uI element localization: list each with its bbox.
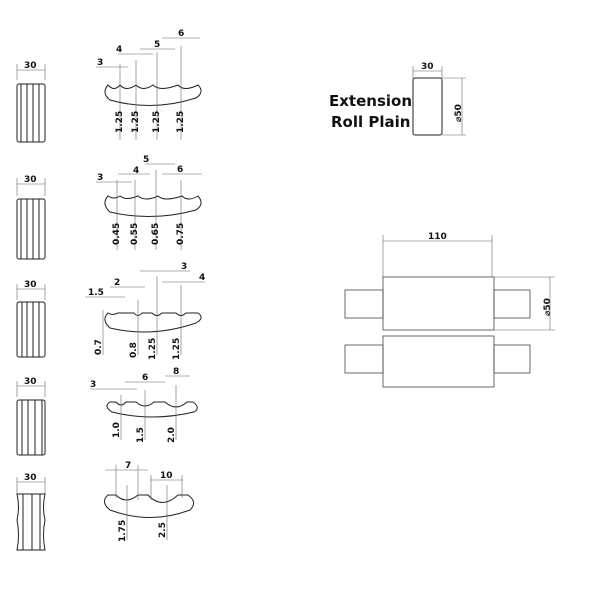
roll-1-pitch: 3 [97,58,103,68]
roll-4: 30 3 6 8 1.0 1.5 2.0 [16,367,198,456]
plain-roll-width: 30 [421,62,434,72]
roll-3-side-view: 30 [16,280,46,358]
roll-4-pitch: 3 [90,380,96,390]
extension-roll-plain: Extension Roll Plain 30 ⌀50 [329,62,466,136]
roll-3-depth: 0.7 [94,339,104,355]
roll-2: 30 3 4 5 6 0.45 0.55 0.65 0.75 [16,155,202,260]
assembly-diameter: ⌀50 [543,298,553,316]
roll-4-pitch: 8 [173,367,179,377]
roll-1-width: 30 [24,61,37,71]
roll-5-pitch: 7 [125,461,131,471]
roll-2-depth: 0.55 [130,223,140,245]
roll-5-depth: 1.75 [118,520,128,542]
roll-2-width: 30 [24,175,37,185]
upper-roll [382,276,495,331]
roll-3-pitch: 3 [181,262,187,272]
roll-2-depth: 0.75 [176,223,186,245]
title-line-1: Extension [329,92,412,110]
lower-roll [382,335,495,388]
roll-3: 30 1.5 2 3 4 0.7 0.8 1.25 1.25 [16,262,205,360]
roll-2-profile: 3 4 5 6 0.45 0.55 0.65 0.75 [96,155,202,250]
roll-2-depth: 0.65 [151,223,161,245]
roll-1-pitch: 6 [178,29,184,39]
roll-5: 30 7 10 1.75 2.5 [16,461,194,551]
plain-roll-diameter: ⌀50 [454,104,464,122]
roll-1-pitch: 4 [116,45,122,55]
upper-shaft-left [344,289,384,319]
roll-2-pitch: 6 [177,165,183,175]
roll-4-depth: 1.0 [112,422,122,438]
roll-1-depth: 1.25 [152,111,162,133]
roll-1: 30 3 4 5 6 1.25 1.25 1.25 1.25 [16,29,202,143]
roll-3-pitch: 1.5 [88,288,104,298]
roll-2-pitch: 3 [97,173,103,183]
lower-shaft-right [493,344,531,374]
roll-5-profile: 7 10 1.75 2.5 [104,461,194,542]
plain-roll-body [412,77,443,136]
roll-4-depth: 2.0 [167,427,177,443]
roll-3-depth: 1.25 [148,338,158,360]
assembly-length: 110 [428,232,447,242]
roll-4-depth: 1.5 [136,427,146,443]
roll-4-side-view: 30 [16,377,46,456]
roll-3-width: 30 [24,280,37,290]
roll-3-pitch: 2 [114,278,120,288]
roll-3-depth: 0.8 [129,342,139,358]
roll-2-pitch: 5 [143,155,149,165]
roll-2-side-view: 30 [16,175,46,260]
roll-3-pitch: 4 [199,273,205,283]
roll-3-profile: 1.5 2 3 4 0.7 0.8 1.25 1.25 [85,262,205,360]
roll-1-profile: 3 4 5 6 1.25 1.25 1.25 1.25 [96,29,202,140]
roll-1-depth: 1.25 [131,111,141,133]
roll-3-depth: 1.25 [172,338,182,360]
roll-4-width: 30 [24,377,37,387]
roll-5-side-view: 30 [16,473,46,551]
roll-1-side-view: 30 [16,61,46,143]
roll-1-depth: 1.25 [176,111,186,133]
roll-5-width: 30 [24,473,37,483]
roll-1-depth: 1.25 [115,111,125,133]
roll-2-depth: 0.45 [112,223,122,245]
upper-shaft-right [493,289,531,319]
lower-shaft-left [344,344,384,374]
roll-5-depth: 2.5 [158,522,168,538]
title-line-2: Roll Plain [331,113,410,131]
roll-1-pitch: 5 [154,40,160,50]
roll-4-pitch: 6 [142,373,148,383]
roll-assembly: 110 ⌀50 [344,232,555,388]
roll-2-pitch: 4 [133,166,139,176]
roll-4-profile: 3 6 8 1.0 1.5 2.0 [90,367,198,443]
roll-5-pitch: 10 [160,471,173,481]
